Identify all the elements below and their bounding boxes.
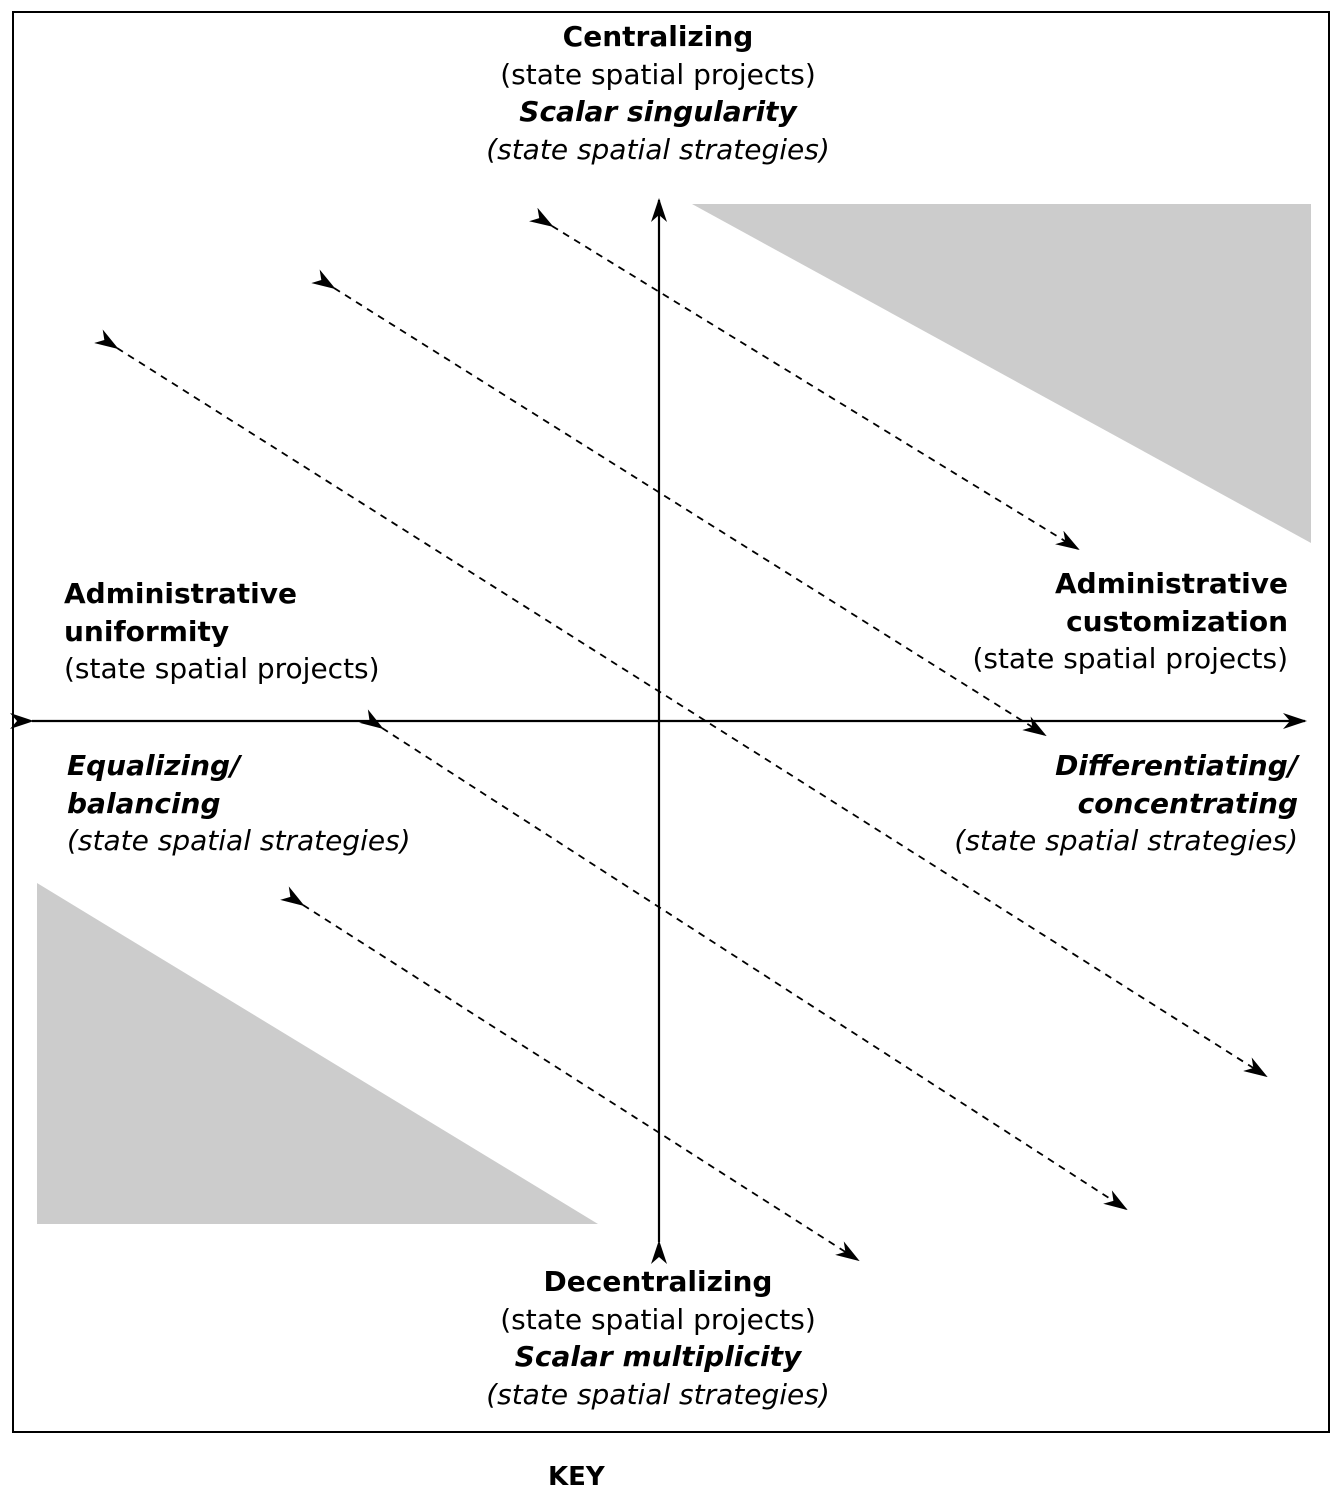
top-pole-label: Centralizing (state spatial projects) Sc… xyxy=(380,18,936,168)
key-heading: KEY xyxy=(548,1462,605,1492)
right-strategies-line2: concentrating xyxy=(1077,786,1298,820)
shaded-region-bottom-left xyxy=(37,883,598,1224)
right-projects-line3: (state spatial projects) xyxy=(972,642,1288,675)
top-title: Centralizing xyxy=(562,20,754,53)
top-title-strategies: Scalar singularity xyxy=(519,95,797,128)
bottom-subtitle-projects: (state spatial projects) xyxy=(500,1302,816,1336)
right-strategies-line3: (state spatial strategies) xyxy=(954,824,1298,857)
bottom-subtitle-strategies: (state spatial strategies) xyxy=(486,1377,830,1411)
left-projects-line1: Administrative xyxy=(64,577,297,610)
right-projects-line1: Administrative xyxy=(1055,567,1288,600)
left-strategies-line3: (state spatial strategies) xyxy=(67,824,411,857)
left-strategies-label: Equalizing/ balancing (state spatial str… xyxy=(67,747,411,860)
dashed-arrow-5 xyxy=(280,886,860,1262)
left-projects-label: Administrative uniformity (state spatial… xyxy=(64,575,380,688)
right-projects-line2: customization xyxy=(1066,604,1288,638)
left-strategies-line2: balancing xyxy=(67,786,221,820)
right-projects-label: Administrative customization (state spat… xyxy=(972,565,1288,678)
dashed-arrow-3 xyxy=(94,329,1268,1078)
left-strategies-line1: Equalizing/ xyxy=(67,749,241,782)
shaded-region-top-right xyxy=(692,204,1311,543)
top-subtitle-projects: (state spatial projects) xyxy=(500,57,816,91)
dashed-arrow-2 xyxy=(311,269,1047,737)
left-projects-line3: (state spatial projects) xyxy=(64,652,380,685)
right-strategies-label: Differentiating/ concentrating (state sp… xyxy=(954,747,1298,860)
bottom-title: Decentralizing xyxy=(543,1265,773,1298)
left-projects-line2: uniformity xyxy=(64,614,230,648)
bottom-title-strategies: Scalar multiplicity xyxy=(514,1340,802,1373)
right-strategies-line1: Differentiating/ xyxy=(1055,749,1298,782)
bottom-pole-label: Decentralizing (state spatial projects) … xyxy=(380,1263,936,1413)
top-subtitle-strategies: (state spatial strategies) xyxy=(486,132,830,166)
